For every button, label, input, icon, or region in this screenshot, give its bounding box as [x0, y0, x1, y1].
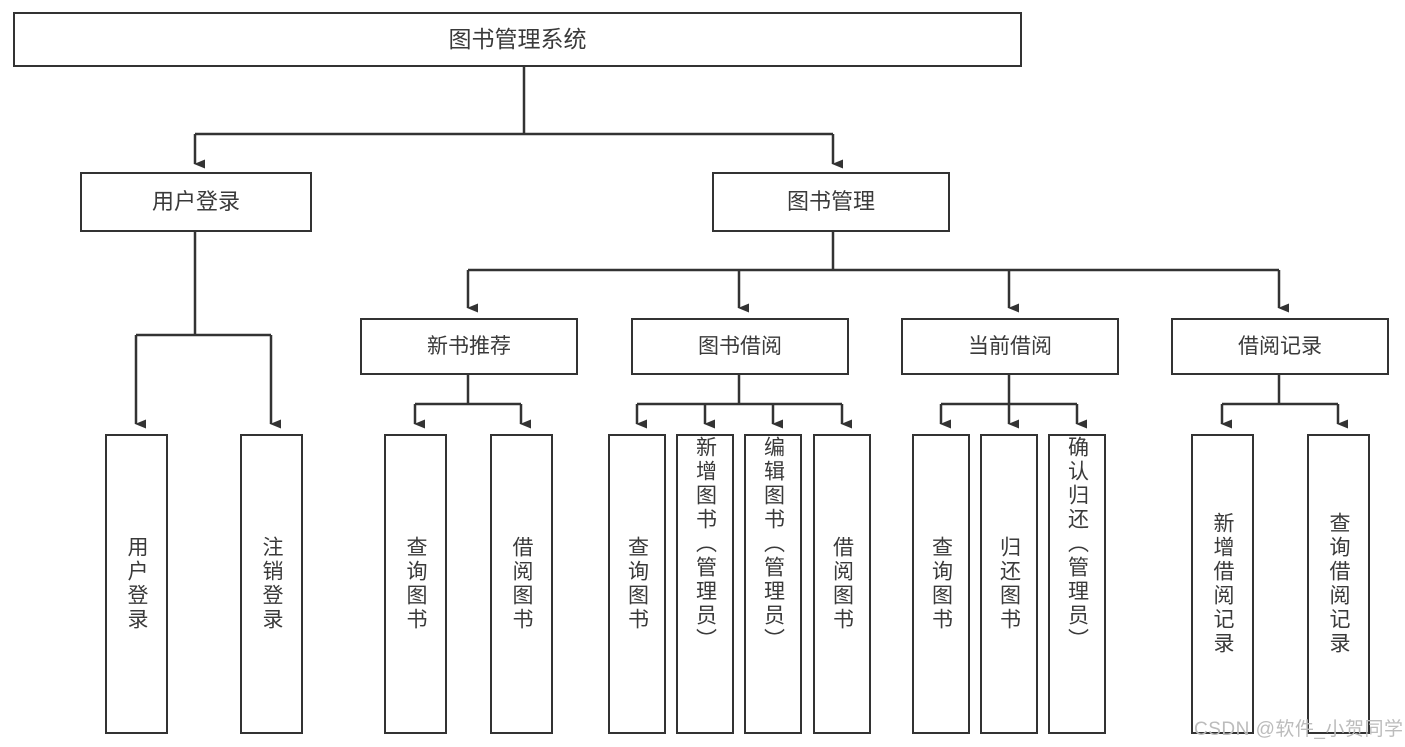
node-leaf-query-book-recommend[interactable]: 查询图书	[384, 434, 447, 734]
node-leaf-borrow-book[interactable]: 借阅图书	[813, 434, 871, 734]
node-user-login[interactable]: 用户登录	[80, 172, 312, 232]
node-leaf-query-book-recommend-label: 查询图书	[404, 536, 427, 632]
node-root-label: 图书管理系统	[448, 25, 587, 52]
node-book-management-label: 图书管理	[786, 188, 875, 214]
node-leaf-user-login-label: 用户登录	[125, 536, 148, 632]
node-leaf-confirm-return-admin-label: 确认归还（管理员）	[1065, 436, 1089, 652]
node-leaf-query-book-borrow[interactable]: 查询图书	[608, 434, 666, 734]
node-leaf-query-book-borrow-label: 查询图书	[625, 536, 649, 632]
node-leaf-add-book-admin-label: 新增图书（管理员）	[693, 436, 717, 652]
node-leaf-return-book-label: 归还图书	[997, 536, 1021, 632]
node-book-management[interactable]: 图书管理	[712, 172, 950, 232]
node-leaf-query-borrow-record-label: 查询借阅记录	[1327, 512, 1350, 656]
node-leaf-confirm-return-admin[interactable]: 确认归还（管理员）	[1048, 434, 1106, 734]
node-leaf-add-borrow-record-label: 新增借阅记录	[1211, 512, 1234, 656]
node-leaf-borrow-book-recommend[interactable]: 借阅图书	[490, 434, 553, 734]
node-leaf-edit-book-admin[interactable]: 编辑图书（管理员）	[744, 434, 802, 734]
node-leaf-return-book[interactable]: 归还图书	[980, 434, 1038, 734]
node-leaf-add-book-admin[interactable]: 新增图书（管理员）	[676, 434, 734, 734]
node-new-book-recommend-label: 新书推荐	[427, 334, 511, 358]
node-leaf-borrow-book-recommend-label: 借阅图书	[510, 536, 533, 632]
node-leaf-logout[interactable]: 注销登录	[240, 434, 303, 734]
node-book-borrow[interactable]: 图书借阅	[631, 318, 849, 375]
node-leaf-add-borrow-record[interactable]: 新增借阅记录	[1191, 434, 1254, 734]
node-leaf-edit-book-admin-label: 编辑图书（管理员）	[761, 436, 785, 652]
node-current-borrow[interactable]: 当前借阅	[901, 318, 1119, 375]
node-leaf-user-login[interactable]: 用户登录	[105, 434, 168, 734]
node-root-book-management-system[interactable]: 图书管理系统	[13, 12, 1022, 67]
node-leaf-query-book-current[interactable]: 查询图书	[912, 434, 970, 734]
node-current-borrow-label: 当前借阅	[968, 334, 1052, 358]
node-leaf-query-book-current-label: 查询图书	[929, 536, 953, 632]
node-book-borrow-label: 图书借阅	[698, 334, 782, 358]
node-leaf-query-borrow-record[interactable]: 查询借阅记录	[1307, 434, 1370, 734]
csdn-watermark: CSDN @软件_小贺同学	[1194, 719, 1404, 740]
node-leaf-borrow-book-label: 借阅图书	[830, 536, 854, 632]
node-new-book-recommend[interactable]: 新书推荐	[360, 318, 578, 375]
node-user-login-label: 用户登录	[151, 188, 240, 214]
node-borrow-record-label: 借阅记录	[1238, 334, 1322, 358]
node-borrow-record[interactable]: 借阅记录	[1171, 318, 1389, 375]
node-leaf-logout-label: 注销登录	[260, 536, 283, 632]
